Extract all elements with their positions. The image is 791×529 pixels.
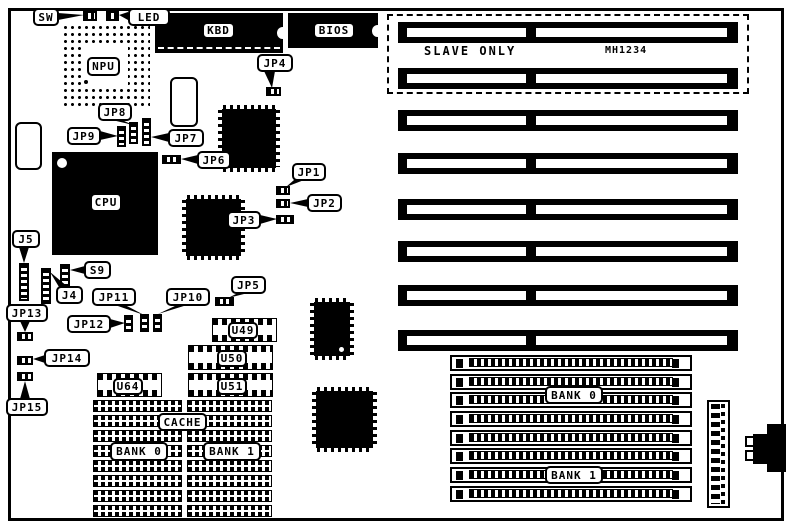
jp11-jumper bbox=[140, 314, 149, 332]
kbd-notch bbox=[277, 27, 288, 39]
dip-row bbox=[187, 400, 272, 412]
jp7-jumper bbox=[142, 118, 151, 146]
simm-socket-1 bbox=[450, 355, 692, 371]
callout-j4: J4 bbox=[56, 286, 83, 304]
j5-header bbox=[19, 263, 29, 301]
chip-label-u49: U49 bbox=[228, 322, 258, 339]
led-jumper bbox=[106, 11, 119, 21]
isa-slot-7 bbox=[398, 285, 738, 306]
dip-row bbox=[93, 505, 182, 517]
callout-jp7: JP7 bbox=[168, 129, 204, 147]
jp5-jumper bbox=[215, 297, 234, 306]
qfp3-pin1-marker bbox=[339, 347, 344, 352]
chip-label-bios: BIOS bbox=[313, 22, 355, 39]
chip-label-u51: U51 bbox=[217, 378, 247, 395]
chip-label-u64: U64 bbox=[113, 378, 143, 395]
isa-slot-3 bbox=[398, 110, 738, 131]
label-simm-bank0: BANK 0 bbox=[545, 386, 603, 404]
isa-slot-2 bbox=[398, 68, 738, 89]
callout-jp13: JP13 bbox=[6, 304, 48, 322]
din-connector-barrel bbox=[767, 424, 786, 472]
callout-sw: SW bbox=[33, 8, 59, 26]
dip-row bbox=[93, 490, 182, 502]
dip-row bbox=[187, 490, 272, 502]
simm-socket-2 bbox=[450, 374, 692, 390]
dip-row bbox=[187, 505, 272, 517]
callout-jp6: JP6 bbox=[197, 151, 231, 169]
jp6-jumper bbox=[162, 155, 181, 164]
chipset-qfp-3 bbox=[310, 298, 354, 360]
dip-row bbox=[187, 475, 272, 487]
jp10-jumper bbox=[153, 314, 162, 332]
din-pin-1 bbox=[745, 436, 755, 447]
callout-jp3: JP3 bbox=[227, 211, 261, 229]
crystal-1 bbox=[170, 77, 198, 127]
dip-row bbox=[93, 460, 182, 472]
callout-jp11: JP11 bbox=[92, 288, 136, 306]
slave-only-zone bbox=[387, 14, 749, 94]
sw-jumper bbox=[83, 11, 97, 21]
jp9-jumper bbox=[117, 126, 126, 147]
jp3-jumper bbox=[276, 215, 294, 224]
kbd-socket-line bbox=[158, 47, 280, 49]
jp8-jumper bbox=[129, 122, 138, 144]
jp4-jumper bbox=[266, 87, 281, 96]
isa-slot-1 bbox=[398, 22, 738, 43]
callout-jp8: JP8 bbox=[98, 103, 132, 121]
callout-led: LED bbox=[128, 8, 170, 26]
callout-jp14: JP14 bbox=[44, 349, 90, 367]
chip-label-cpu: CPU bbox=[90, 193, 122, 212]
dip-row bbox=[187, 430, 272, 442]
power-connector bbox=[707, 400, 730, 508]
callout-jp1: JP1 bbox=[292, 163, 326, 181]
chip-label-kbd: KBD bbox=[202, 22, 235, 39]
s9-jumper bbox=[60, 264, 70, 287]
isa-slot-5 bbox=[398, 199, 738, 220]
bios-notch bbox=[372, 24, 383, 37]
isa-slot-6 bbox=[398, 241, 738, 262]
jp13-jumper bbox=[17, 332, 33, 341]
simm-socket-4 bbox=[450, 411, 692, 427]
callout-jp12: JP12 bbox=[67, 315, 111, 333]
label-simm-bank1: BANK 1 bbox=[545, 466, 603, 484]
simm-socket-6 bbox=[450, 448, 692, 464]
callout-jp15: JP15 bbox=[6, 398, 48, 416]
callout-jp9: JP9 bbox=[67, 127, 101, 145]
crystal-2 bbox=[15, 122, 42, 170]
simm-socket-8 bbox=[450, 486, 692, 502]
callout-jp10: JP10 bbox=[166, 288, 210, 306]
jp12-jumper bbox=[124, 315, 133, 332]
callout-jp4: JP4 bbox=[257, 54, 293, 72]
callout-s9: S9 bbox=[84, 261, 111, 279]
chip-label-u50: U50 bbox=[217, 350, 247, 367]
chip-label-npu: NPU bbox=[87, 57, 120, 76]
dip-row bbox=[187, 460, 272, 472]
isa-slot-8 bbox=[398, 330, 738, 351]
simm-socket-5 bbox=[450, 430, 692, 446]
isa-slot-4 bbox=[398, 153, 738, 174]
jp14-jumper bbox=[17, 356, 33, 365]
cpu-pin1-marker bbox=[57, 158, 67, 168]
din-connector-body bbox=[753, 434, 769, 464]
callout-j5: J5 bbox=[12, 230, 40, 248]
jp15-jumper bbox=[17, 372, 33, 381]
dip-row bbox=[93, 475, 182, 487]
callout-jp2: JP2 bbox=[307, 194, 342, 212]
callout-jp5: JP5 bbox=[231, 276, 266, 294]
dip-row bbox=[93, 400, 182, 412]
jp1-jumper bbox=[276, 186, 290, 195]
din-pin-2 bbox=[745, 450, 755, 461]
jp2-jumper bbox=[276, 199, 290, 208]
model-text: MH1234 bbox=[605, 45, 648, 56]
slave-only-text: SLAVE ONLY bbox=[424, 44, 517, 58]
chipset-qfp-4 bbox=[312, 387, 377, 452]
npu-pin1-marker bbox=[84, 80, 88, 84]
j4-header bbox=[41, 268, 51, 304]
label-cache: CACHE bbox=[158, 413, 207, 431]
label-cache-bank1: BANK 1 bbox=[203, 442, 261, 461]
dip-row bbox=[93, 430, 182, 442]
label-cache-bank0: BANK 0 bbox=[110, 442, 168, 461]
